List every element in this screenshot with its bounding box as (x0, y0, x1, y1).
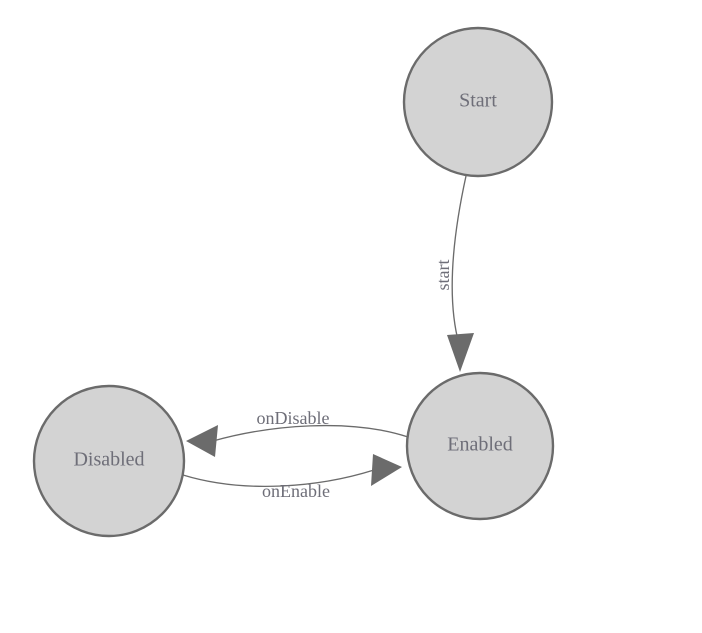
transition-label-on-disable: onDisable (257, 408, 330, 428)
transition-disabled-to-enabled[interactable]: onEnable (182, 454, 402, 501)
state-node-enabled[interactable]: Enabled (405, 371, 555, 521)
transition-edge-path (182, 469, 375, 488)
transition-edge-path (451, 175, 467, 345)
state-node-shape (32, 384, 186, 538)
transition-label-start: start (433, 260, 453, 291)
arrowhead-icon (371, 454, 402, 486)
state-node-start[interactable]: Start (402, 26, 554, 178)
state-node-disabled[interactable]: Disabled (32, 384, 186, 538)
state-node-label-start: Start (459, 90, 497, 112)
state-node-shape (402, 26, 554, 178)
arrowhead-icon (447, 333, 474, 372)
transition-start-to-enabled[interactable]: start (433, 175, 474, 372)
transition-edge-path (212, 424, 409, 442)
arrowhead-icon (186, 425, 218, 457)
transition-enabled-to-disabled[interactable]: onDisable (186, 408, 409, 457)
transition-label-on-enable: onEnable (262, 481, 330, 501)
state-node-shape (405, 371, 555, 521)
state-node-label-disabled: Disabled (73, 449, 144, 471)
state-node-label-enabled: Enabled (447, 434, 513, 456)
